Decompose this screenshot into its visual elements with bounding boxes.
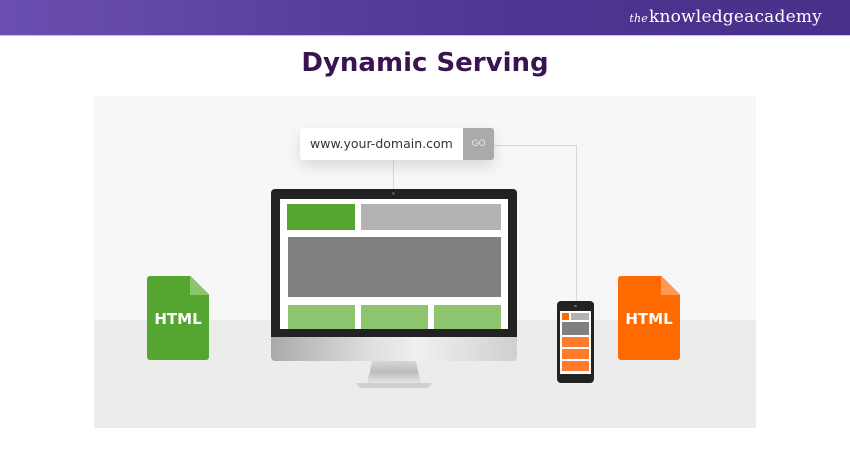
file-label: HTML	[154, 310, 202, 328]
mobile-card-block-3	[562, 361, 589, 371]
desktop-nav-block	[361, 204, 501, 230]
url-bar[interactable]: www.your-domain.com GO	[300, 128, 494, 160]
mobile-logo-block	[562, 313, 569, 320]
desktop-monitor-icon	[271, 189, 517, 337]
connector-line-mobile	[576, 145, 577, 301]
connector-line-horizontal	[494, 145, 576, 146]
desktop-logo-block	[287, 204, 355, 230]
monitor-base	[357, 383, 431, 388]
html-file-icon-mobile: HTML	[618, 276, 680, 360]
html-file-icon-desktop: HTML	[147, 276, 209, 360]
mobile-card-block-1	[562, 337, 589, 347]
brand-name: knowledgeacademy	[648, 7, 822, 27]
desktop-card-block-1	[288, 305, 355, 329]
monitor-chin	[271, 337, 517, 361]
file-label: HTML	[625, 310, 673, 328]
brand-prefix: the	[629, 12, 648, 25]
mobile-card-block-2	[562, 349, 589, 359]
desktop-card-block-2	[361, 305, 428, 329]
connector-line-desktop	[393, 160, 394, 190]
desktop-hero-block	[288, 237, 501, 297]
mobile-nav-block	[571, 313, 589, 320]
brand-logo[interactable]: theknowledgeacademy	[629, 7, 822, 27]
desktop-card-block-3	[434, 305, 501, 329]
monitor-screen	[280, 199, 508, 329]
page-title: Dynamic Serving	[301, 48, 549, 78]
mobile-phone-icon	[557, 301, 594, 383]
mobile-hero-block	[562, 322, 589, 335]
phone-screen	[560, 311, 591, 374]
go-button[interactable]: GO	[463, 128, 494, 160]
monitor-stand	[367, 361, 421, 383]
url-input[interactable]: www.your-domain.com	[310, 136, 453, 151]
phone-speaker	[574, 305, 577, 307]
header-bar: theknowledgeacademy	[0, 0, 850, 36]
camera-dot	[392, 192, 395, 195]
